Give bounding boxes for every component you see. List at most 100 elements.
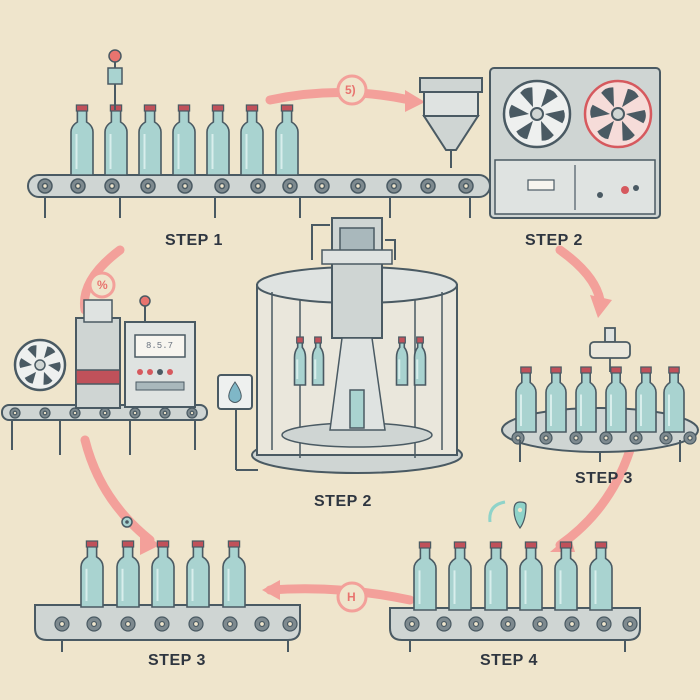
arrowhead-4 xyxy=(262,580,280,600)
bottle xyxy=(80,540,104,608)
roller xyxy=(282,178,298,194)
capper-head xyxy=(589,327,631,372)
bottle xyxy=(545,366,567,433)
roller xyxy=(177,178,193,194)
roller xyxy=(458,178,474,194)
roller xyxy=(683,431,697,445)
bottle xyxy=(575,366,597,433)
bottle xyxy=(293,336,307,386)
roller xyxy=(37,178,53,194)
roller xyxy=(188,616,204,632)
roller xyxy=(532,616,548,632)
bottle xyxy=(605,366,627,433)
bottle xyxy=(519,541,543,611)
bottle xyxy=(186,540,210,608)
arrow-badge-circle-bottom xyxy=(336,581,368,613)
control-panel-display: 8.5.7 xyxy=(146,341,174,351)
bottle xyxy=(222,540,246,608)
bottle xyxy=(151,540,175,608)
bottle xyxy=(448,541,472,611)
roller xyxy=(222,616,238,632)
roller xyxy=(69,407,81,419)
bottle xyxy=(116,540,140,608)
bottle xyxy=(484,541,508,611)
bottle xyxy=(395,336,409,386)
location-pin-icon xyxy=(488,500,527,530)
arrowhead-1 xyxy=(405,90,425,112)
bottom-left-conveyor xyxy=(34,516,301,652)
arrow-badge-circle-top xyxy=(336,74,368,106)
bottle xyxy=(413,541,437,611)
step-label-step2-top: STEP 2 xyxy=(525,232,583,249)
fan-icon xyxy=(13,338,67,392)
arrow-badge-bottom: H xyxy=(347,590,356,604)
bottle xyxy=(663,366,685,433)
roller xyxy=(629,431,643,445)
bottle xyxy=(70,104,94,176)
step-label-step3-bottom: STEP 3 xyxy=(148,652,206,669)
indicator-light xyxy=(139,295,151,307)
bottle xyxy=(275,104,299,176)
roller xyxy=(159,407,171,419)
roller xyxy=(154,616,170,632)
bottle xyxy=(138,104,162,176)
fan-icon xyxy=(583,79,653,149)
roller xyxy=(596,616,612,632)
droplet-icon xyxy=(228,381,242,403)
roller xyxy=(9,407,21,419)
roller xyxy=(599,431,613,445)
arrow-badge-circle-left xyxy=(88,271,116,299)
bottle xyxy=(206,104,230,176)
roller xyxy=(386,178,402,194)
roller xyxy=(468,616,484,632)
arrow-step2-to-step3 xyxy=(555,245,605,305)
roller xyxy=(420,178,436,194)
bottle xyxy=(635,366,657,433)
roller xyxy=(120,616,136,632)
step3-carousel xyxy=(501,327,699,462)
roller xyxy=(404,616,420,632)
arrowhead-2 xyxy=(590,295,612,318)
bottom-right-conveyor xyxy=(389,500,641,652)
bottle xyxy=(311,336,325,386)
arrow-step3-to-step4 xyxy=(555,445,635,550)
arrow-badge-top: 5) xyxy=(345,83,356,97)
arrow-bottom-left-curve xyxy=(80,435,155,545)
roller xyxy=(314,178,330,194)
roller xyxy=(569,431,583,445)
bottle xyxy=(240,104,264,176)
step1-conveyor xyxy=(27,49,491,218)
sensor-light xyxy=(108,49,122,63)
roller xyxy=(436,616,452,632)
roller xyxy=(140,178,156,194)
roller xyxy=(250,178,266,194)
roller xyxy=(539,431,553,445)
droplet-sign xyxy=(217,374,258,471)
roller xyxy=(99,407,111,419)
bottle xyxy=(554,541,578,611)
roller xyxy=(282,616,298,632)
gear-icon xyxy=(121,516,133,528)
bottle xyxy=(589,541,613,611)
bottle xyxy=(104,104,128,176)
roller xyxy=(104,178,120,194)
arrow-badge-left: % xyxy=(97,278,108,292)
roller xyxy=(39,407,51,419)
roller xyxy=(500,616,516,632)
step-label-step1-top: STEP 1 xyxy=(165,232,223,249)
filler-funnel xyxy=(419,77,483,168)
step-label-step2-center: STEP 2 xyxy=(314,493,372,510)
bottle xyxy=(172,104,196,176)
roller xyxy=(350,178,366,194)
step-label-step4-bottom: STEP 4 xyxy=(480,652,538,669)
roller xyxy=(70,178,86,194)
roller xyxy=(54,616,70,632)
roller xyxy=(511,431,525,445)
bottle xyxy=(413,336,427,386)
roller xyxy=(622,616,638,632)
rotary-filling-machine xyxy=(251,217,463,474)
fan-icon xyxy=(502,79,572,149)
roller xyxy=(564,616,580,632)
roller xyxy=(254,616,270,632)
